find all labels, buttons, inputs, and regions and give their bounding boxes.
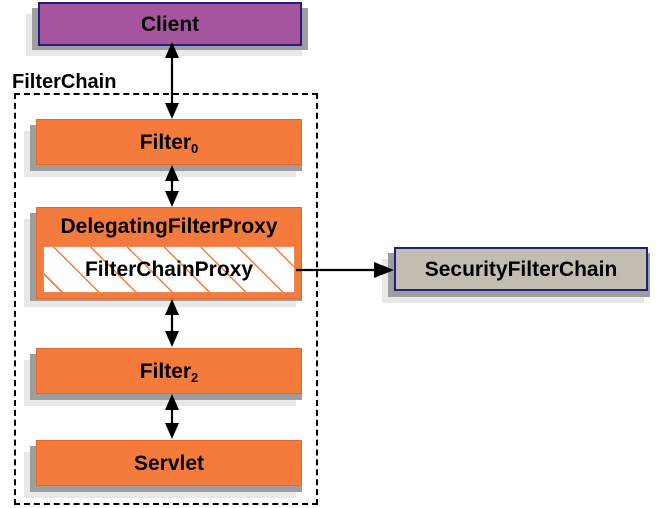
arrow-filterchainproxy-to-securityfilterchain bbox=[296, 262, 394, 278]
filterchain-label: FilterChain bbox=[12, 71, 117, 93]
arrow-filter2-to-servlet bbox=[165, 394, 179, 439]
filterchain-container bbox=[14, 93, 318, 505]
arrow-filter0-to-delegatingfilterproxy bbox=[165, 165, 179, 207]
node-filter-0-subscript: 0 bbox=[191, 140, 199, 156]
node-filter-chain-proxy[interactable]: FilterChainProxy bbox=[43, 246, 295, 293]
arrow-client-to-filter0 bbox=[165, 42, 179, 119]
arrow-delegatingfilterproxy-to-filter2 bbox=[165, 299, 179, 347]
node-servlet[interactable]: Servlet bbox=[36, 440, 302, 486]
node-filter-0[interactable]: Filter0 bbox=[36, 119, 302, 165]
node-client-label: Client bbox=[140, 12, 200, 36]
node-security-filter-chain[interactable]: SecurityFilterChain bbox=[394, 247, 648, 291]
node-filter-2-label: Filter2 bbox=[139, 359, 199, 385]
node-servlet-label: Servlet bbox=[133, 451, 205, 475]
node-delegating-filter-proxy-label: DelegatingFilterProxy bbox=[60, 214, 278, 238]
node-delegating-filter-proxy[interactable]: DelegatingFilterProxy FilterChainProxy bbox=[36, 207, 302, 299]
node-client[interactable]: Client bbox=[38, 2, 302, 46]
node-filter-0-label: Filter0 bbox=[139, 130, 199, 156]
node-security-filter-chain-label: SecurityFilterChain bbox=[424, 257, 618, 281]
node-filter-2[interactable]: Filter2 bbox=[36, 348, 302, 394]
node-filter-2-subscript: 2 bbox=[191, 369, 199, 385]
node-filter-chain-proxy-label: FilterChainProxy bbox=[84, 258, 254, 281]
